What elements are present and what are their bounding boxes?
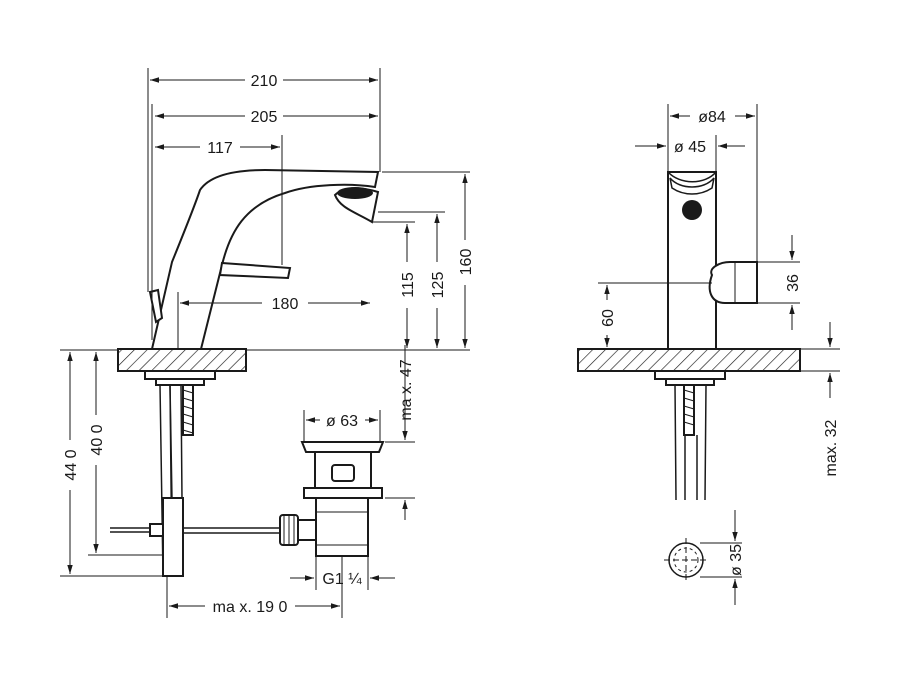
front-view-dimensions: ø84 ø 45 36 60 max. 32 ø 35 xyxy=(598,104,840,605)
dim-dia-84: ø84 xyxy=(698,109,726,126)
dim-36: 36 xyxy=(785,274,802,292)
lever xyxy=(218,261,292,280)
dim-60: 60 xyxy=(600,309,617,327)
dim-max-32: max. 32 xyxy=(823,419,840,476)
dim-dia-63: ø 63 xyxy=(326,413,358,430)
dim-180: 180 xyxy=(272,296,299,313)
front-body xyxy=(667,171,717,350)
dim-210: 210 xyxy=(251,73,278,90)
front-handle xyxy=(708,261,758,304)
countertop-left xyxy=(117,348,247,372)
side-view-dimensions: 210 205 117 180 115 125 160 44 xyxy=(60,68,475,618)
front-view xyxy=(577,171,801,582)
dim-125: 125 xyxy=(430,272,447,299)
faucet-body xyxy=(150,168,380,350)
threaded-rod xyxy=(182,384,194,436)
dim-440: 44 0 xyxy=(63,449,80,480)
dim-dia-35: ø 35 xyxy=(728,544,745,576)
pop-up-waste xyxy=(279,441,385,557)
dim-117: 117 xyxy=(207,140,233,157)
dim-max-47: ma x. 47 xyxy=(398,359,415,420)
countertop-right xyxy=(577,348,801,372)
dim-160: 160 xyxy=(458,249,475,276)
dim-max-190: ma x. 19 0 xyxy=(213,599,288,616)
dim-dia-45: ø 45 xyxy=(674,139,706,156)
pull-rod xyxy=(162,497,184,577)
side-view xyxy=(110,168,470,577)
dim-400: 40 0 xyxy=(89,424,106,455)
dim-205: 205 xyxy=(251,109,278,126)
pull-rod-knob xyxy=(148,288,164,324)
dim-115: 115 xyxy=(400,272,417,298)
